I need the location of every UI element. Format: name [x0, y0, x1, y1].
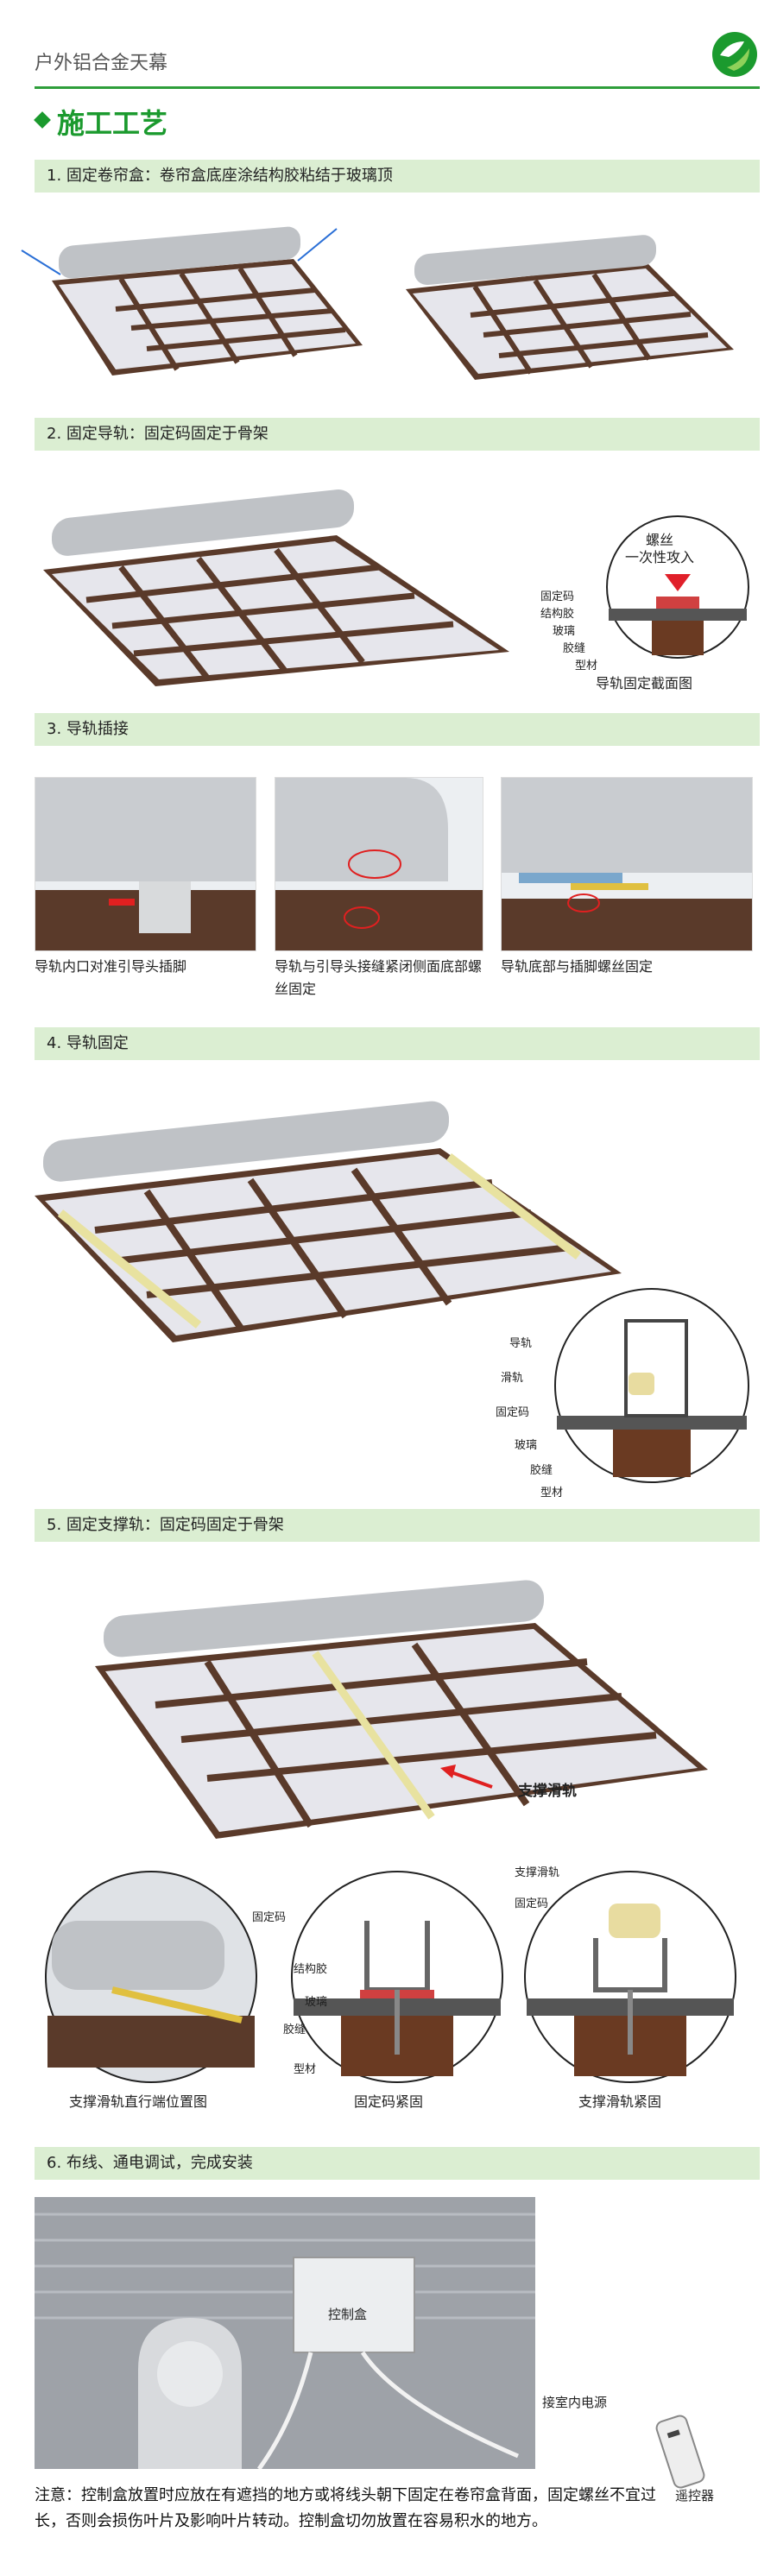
step-4-label-3: 玻璃: [515, 1439, 538, 1452]
step-5-caption-3: 支撑滑轨紧固: [578, 2093, 662, 2110]
step-5-right-label-0: 支撑滑轨: [515, 1866, 560, 1879]
step-3-photo-1: [35, 777, 256, 951]
green-leaf-logo-icon: [712, 32, 757, 77]
diamond-bullet-icon: [34, 111, 51, 129]
step-3-photo-3: [501, 777, 753, 951]
header-divider: [35, 86, 760, 89]
step-3-caption-2: 导轨与引导头接缝紧闭侧面底部螺丝固定: [275, 958, 483, 997]
step-5-mid-label-0: 固定码: [252, 1911, 287, 1924]
step-1-bar: 1. 固定卷帘盒：卷帘盒底座涂结构胶粘结于玻璃顶: [35, 160, 760, 193]
step-3-photo-2: [275, 777, 483, 951]
step-2-label-1: 结构胶: [540, 608, 575, 621]
step-5-caption-1: 支撑滑轨直行端位置图: [69, 2093, 208, 2110]
remote-control-icon: [655, 2415, 705, 2489]
support-rail-section-icon: [524, 1871, 736, 2083]
step-2-label-0: 固定码: [540, 590, 575, 603]
support-rail-arrow-label: 支撑滑轨: [518, 1783, 577, 1800]
step-4-bar: 4. 导轨固定: [35, 1027, 760, 1060]
step-1-left-figure: [21, 226, 363, 376]
step-5-mid-label-1: 结构胶: [294, 1963, 328, 1976]
remote-control-label: 遥控器: [675, 2488, 715, 2503]
step-4-label-0: 导轨: [509, 1337, 533, 1350]
step-4-label-1: 滑轨: [501, 1372, 524, 1385]
step-4-label-5: 型材: [540, 1487, 564, 1500]
control-box-label: 控制盒: [328, 2307, 368, 2322]
page-header-title: 户外铝合金天幕: [35, 53, 168, 74]
step-2-figure: [43, 489, 509, 686]
step-2-caption: 导轨固定截面图: [596, 675, 693, 691]
step-4-figure: [35, 1101, 622, 1342]
section-title: 施工工艺: [57, 107, 168, 140]
step-5-bar: 5. 固定支撑轨：固定码固定于骨架: [35, 1509, 760, 1542]
step-5-mid-label-4: 型材: [294, 2063, 317, 2076]
rail-section-detail-icon: [606, 515, 749, 659]
step-2-label-4: 型材: [575, 660, 598, 672]
step-2-callout-sub: 一次性攻入: [625, 549, 695, 565]
step-4-label-4: 胶缝: [530, 1464, 553, 1477]
step-2-label-3: 胶缝: [563, 642, 586, 655]
step-3-caption-3: 导轨底部与插脚螺丝固定: [501, 958, 654, 975]
step-2-bar: 2. 固定导轨：固定码固定于骨架: [35, 418, 760, 451]
step-6-bar: 6. 布线、通电调试，完成安装: [35, 2147, 760, 2180]
slide-rail-section-icon: [554, 1288, 749, 1483]
step-5-mid-label-3: 胶缝: [283, 2024, 306, 2036]
step-1-right-figure: [406, 235, 734, 380]
step-5-figure: [95, 1580, 708, 1839]
step-3-caption-1: 导轨内口对准引导头插脚: [35, 958, 187, 975]
step-5-mid-label-2: 玻璃: [305, 1996, 328, 2009]
step-5-right-label-1: 固定码: [515, 1897, 549, 1910]
installation-note: 注意：控制盒放置时应放在有遮挡的地方或将线头朝下固定在卷帘盒背面，固定螺丝不宜过…: [35, 2486, 656, 2530]
step-2-label-2: 玻璃: [553, 625, 576, 638]
step-2-callout-top: 螺丝: [646, 532, 674, 548]
step-3-bar: 3. 导轨插接: [35, 713, 760, 746]
power-supply-label: 接室内电源: [542, 2395, 608, 2410]
step-4-label-2: 固定码: [496, 1406, 530, 1419]
support-rail-end-photo: [45, 1871, 257, 2083]
fixing-code-section-icon: [291, 1871, 503, 2083]
step-6-figure: [35, 2197, 535, 2469]
step-5-caption-2: 固定码紧固: [354, 2093, 424, 2110]
